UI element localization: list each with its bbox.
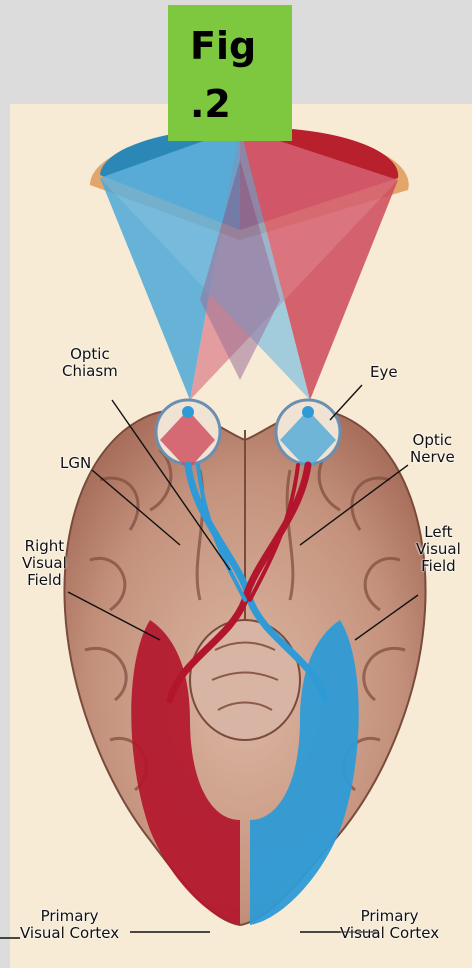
figure-badge-line2: .2 <box>190 85 231 123</box>
figure-badge-line1: Fig <box>190 27 256 65</box>
projection-cones <box>100 128 398 400</box>
label-optic-chiasm: Optic Chiasm <box>62 346 118 380</box>
brain <box>64 411 425 925</box>
label-optic-nerve: Optic Nerve <box>410 432 455 466</box>
label-primary-visual-cortex-left: Primary Visual Cortex <box>20 908 119 942</box>
label-lgn: LGN <box>60 455 91 472</box>
label-right-visual-field: Right Visual Field <box>22 538 67 589</box>
figure-number-badge: Fig .2 <box>168 5 292 141</box>
label-primary-visual-cortex-right: Primary Visual Cortex <box>340 908 439 942</box>
label-eye: Eye <box>370 364 398 381</box>
label-left-visual-field: Left Visual Field <box>416 524 461 575</box>
